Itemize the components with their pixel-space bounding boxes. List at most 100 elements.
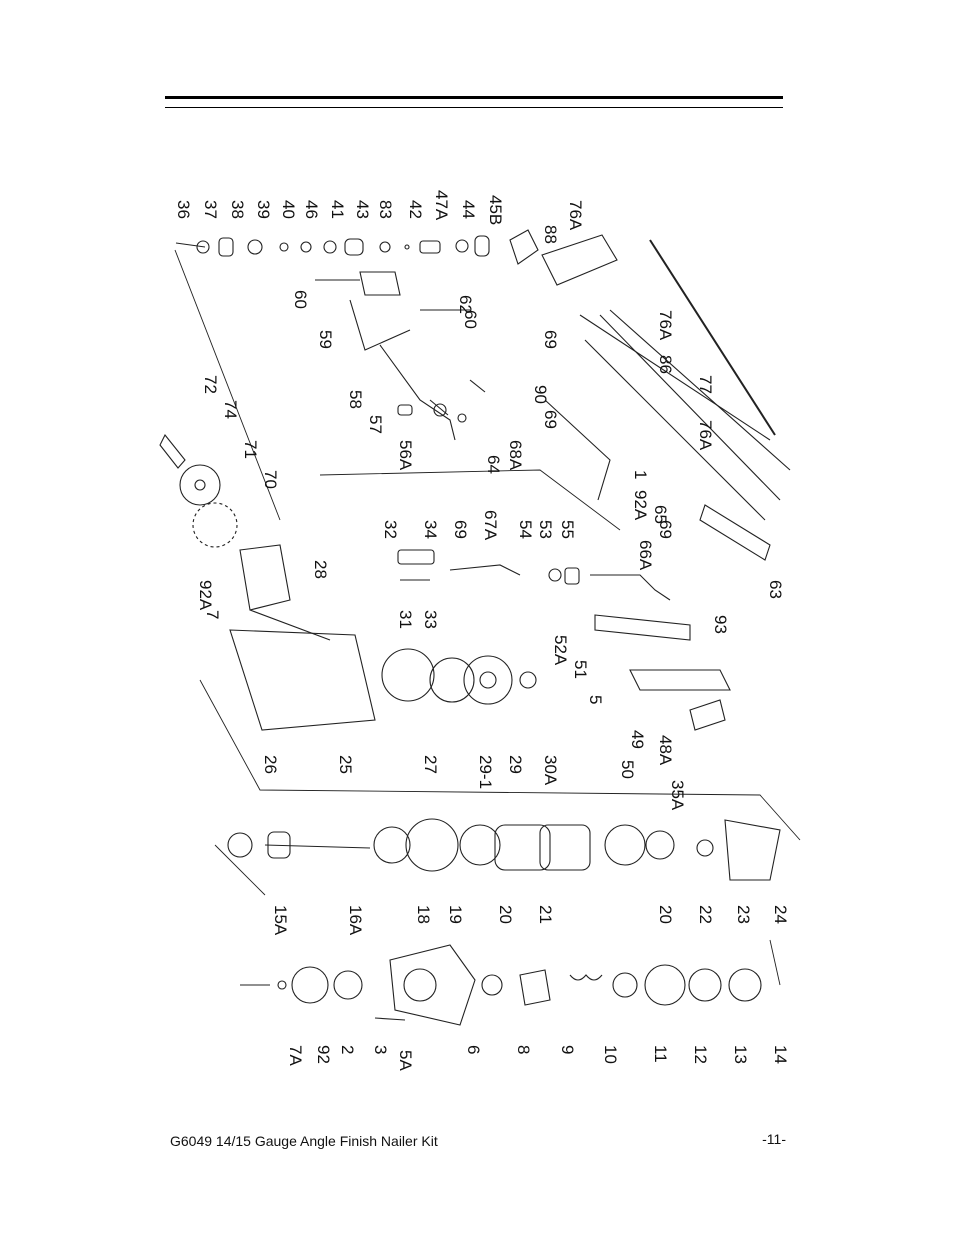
part-38-ring [247, 239, 263, 255]
part-label: 15A [271, 905, 290, 936]
part-label: 49 [628, 730, 647, 749]
part-50-guide [629, 669, 731, 691]
part-label: 36 [174, 200, 193, 219]
part-label: 34 [421, 520, 440, 539]
part-label: 31 [396, 610, 415, 629]
part-label: 19 [446, 905, 465, 924]
part-label: 14 [771, 1045, 790, 1064]
part-label: 90 [531, 385, 550, 404]
header-rule-thin [165, 107, 783, 108]
part-label: 13 [731, 1045, 750, 1064]
part-label: 20 [496, 905, 515, 924]
part-label: 93 [711, 615, 730, 634]
part-21-cylinder [494, 824, 551, 871]
part-label: 88 [541, 225, 560, 244]
part-label: 7 [203, 610, 222, 619]
page-number: -11- [762, 1131, 786, 1147]
part-label: 86 [656, 355, 675, 374]
part-label: 38 [228, 200, 247, 219]
part-label: 92A [631, 490, 650, 521]
part-label: 56A [396, 440, 415, 471]
part-label: 63 [766, 580, 785, 599]
part-label: 23 [734, 905, 753, 924]
part-label: 30A [541, 755, 560, 786]
part-label: 39 [254, 200, 273, 219]
part-label: 42 [406, 200, 425, 219]
part-label: 71 [241, 440, 260, 459]
part-label: 67A [481, 510, 500, 541]
part-77-rod [649, 239, 776, 436]
part-label: 76A [696, 420, 715, 451]
part-label: 69 [541, 410, 560, 429]
part-label: 47A [432, 190, 451, 221]
part-label: 7A [286, 1045, 305, 1066]
part-label: 1 [631, 470, 650, 479]
part-25-housing [229, 629, 376, 731]
part-label: 51 [571, 660, 590, 679]
part-label: 48A [656, 735, 675, 766]
part-88-door [541, 234, 618, 286]
part-71-plate [179, 464, 221, 506]
part-label: 16A [346, 905, 365, 936]
part-label: 37 [201, 200, 220, 219]
part-label: 29-1 [476, 755, 495, 789]
part-label: 44 [459, 200, 478, 219]
part-label: 72 [201, 375, 220, 394]
part-63-magazine-end [699, 504, 771, 561]
part-label: 60 [461, 310, 480, 329]
part-label: 18 [414, 905, 433, 924]
part-label: 69 [541, 330, 560, 349]
part-label: 11 [651, 1045, 670, 1063]
part-2-cap [291, 966, 329, 1004]
part-label: 52A [551, 635, 570, 666]
part-24-gasket [724, 819, 781, 881]
part-label: 6 [464, 1045, 483, 1054]
footer-title: G6049 14/15 Gauge Angle Finish Nailer Ki… [170, 1133, 438, 1149]
part-label: 29 [506, 755, 525, 774]
part-label: 70 [261, 470, 280, 489]
part-label: 5A [396, 1050, 415, 1071]
part-36-oring [196, 240, 210, 254]
part-label: 32 [381, 520, 400, 539]
part-label: 65 [651, 505, 670, 524]
part-label: 9 [558, 1045, 577, 1054]
part-label: 83 [376, 200, 395, 219]
part-label: 12 [691, 1045, 710, 1064]
part-label: 77 [696, 375, 715, 394]
part-label: 20 [656, 905, 675, 924]
part-label: 64 [484, 455, 503, 474]
part-label: 41 [328, 200, 347, 219]
part-label: 25 [336, 755, 355, 774]
part-label: 55 [558, 520, 577, 539]
part-label: 33 [421, 610, 440, 629]
part-label: 35A [668, 780, 687, 811]
part-label: 46 [302, 200, 321, 219]
header-rule [165, 96, 783, 99]
part-label: 58 [346, 390, 365, 409]
part-label: 76A [566, 200, 585, 231]
part-label: 69 [451, 520, 470, 539]
part-45b-latch [509, 229, 539, 265]
part-label: 57 [366, 415, 385, 434]
part-label: 76A [656, 310, 675, 341]
part-label: 3 [371, 1045, 390, 1054]
part-label: 59 [316, 330, 335, 349]
part-37-cap [218, 237, 234, 257]
part-label: 8 [514, 1045, 533, 1054]
part-label: 5 [586, 695, 605, 704]
part-label: 54 [516, 520, 535, 539]
part-label: 53 [536, 520, 555, 539]
part-label: 40 [279, 200, 298, 219]
part-label: 69 [656, 520, 675, 539]
part-label: 68A [506, 440, 525, 471]
part-label: 26 [261, 755, 280, 774]
part-label: 74 [221, 400, 240, 419]
part-label: 92 [314, 1045, 333, 1064]
part-label: 60 [291, 290, 310, 309]
part-label: 62 [456, 295, 475, 314]
part-label: 50 [618, 760, 637, 779]
part-label: 2 [338, 1045, 357, 1054]
part-label: 66A [636, 540, 655, 571]
